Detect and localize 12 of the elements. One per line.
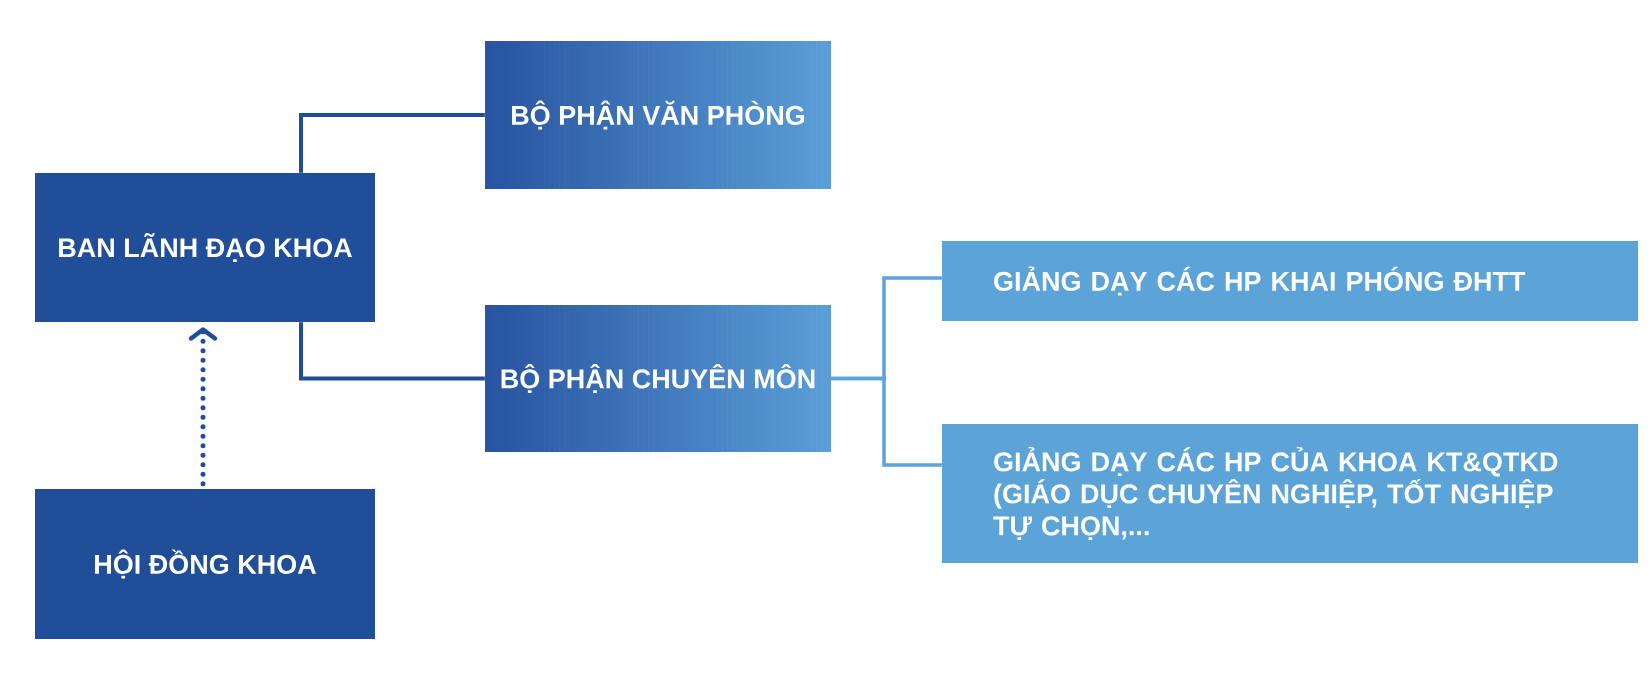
unit-box: GIẢNG DẠY CÁC HP KHAI PHÓNG ĐHTT xyxy=(942,241,1638,321)
connector-line xyxy=(299,113,485,173)
unit-box: GIẢNG DẠY CÁC HP CỦA KHOA KT&QTKD (GIÁO DỤC CHUYÊN NGHIỆP, TỐT NGHIỆP TỰ CHỌN,... xyxy=(942,424,1638,563)
node-label: BỘ PHẬN VĂN PHÒNG xyxy=(512,100,805,130)
unit-box: BỘ PHẬN VĂN PHÒNG xyxy=(485,41,831,189)
node-label: BỘ PHẬN CHUYÊN MÔN xyxy=(501,363,815,394)
unit-box: HỘI ĐỒNG KHOA xyxy=(35,489,375,639)
arrow xyxy=(188,327,218,487)
connector-line xyxy=(299,322,485,381)
connector-line xyxy=(831,376,942,467)
unit-box: BỘ PHẬN CHUYÊN MÔN xyxy=(485,305,831,452)
unit-box: BAN LÃNH ĐẠO KHOA xyxy=(35,173,375,322)
